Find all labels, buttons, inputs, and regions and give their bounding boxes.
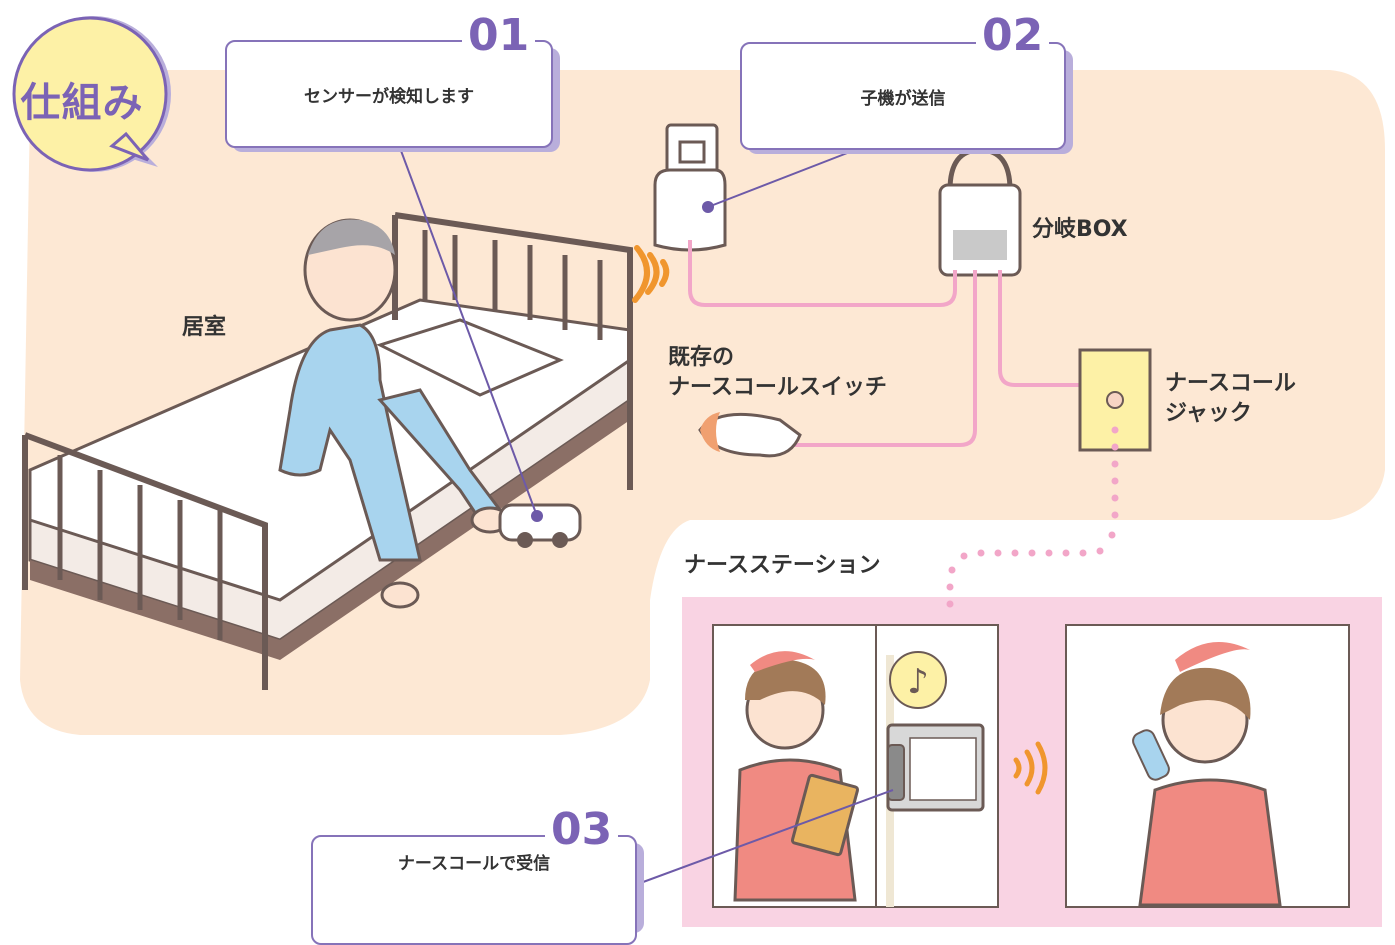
callout-03: ナースコールで受信: [311, 835, 637, 945]
bed-illustration: [22, 212, 633, 690]
signal-waves-transmitter: [632, 245, 670, 303]
nurse-call-jack-device: [1078, 348, 1152, 452]
nurse-call-jack-label: ナースコール ジャック: [1165, 371, 1296, 426]
callout-01: センサーが検知します: [225, 40, 553, 148]
signal-waves-station: [1013, 741, 1048, 795]
step-number-03: 03: [545, 808, 619, 852]
callout-02: 子機が送信: [740, 42, 1066, 150]
sensor-device: [498, 503, 582, 548]
nurse-station-panel-left: ♪: [712, 624, 999, 908]
mechanism-badge: 仕組み: [8, 12, 178, 172]
dotted-connection: [946, 426, 1119, 608]
cables: [688, 240, 1110, 447]
branch-box-label: 分岐BOX: [1032, 217, 1128, 242]
callout-03-text: ナースコールで受信: [397, 853, 551, 874]
callout-02-text: 子機が送信: [860, 88, 946, 109]
existing-switch-label: 既存の ナースコールスイッチ: [668, 345, 887, 400]
nurse-station-label: ナースステーション: [684, 553, 881, 578]
nurse-call-switch-device: [698, 412, 802, 458]
room-label: 居室: [182, 315, 227, 340]
leader-lines: [399, 147, 894, 886]
badge-label: 仕組み: [20, 80, 144, 126]
step-number-01: 01: [462, 14, 536, 58]
svg-text:♪: ♪: [907, 662, 929, 702]
callout-01-text: センサーが検知します: [304, 86, 474, 107]
step-number-02: 02: [976, 14, 1050, 58]
nurse-station-panel-right: [1065, 624, 1350, 908]
transmitter-device: [653, 123, 727, 252]
speech-bubble-icon: [12, 16, 171, 172]
